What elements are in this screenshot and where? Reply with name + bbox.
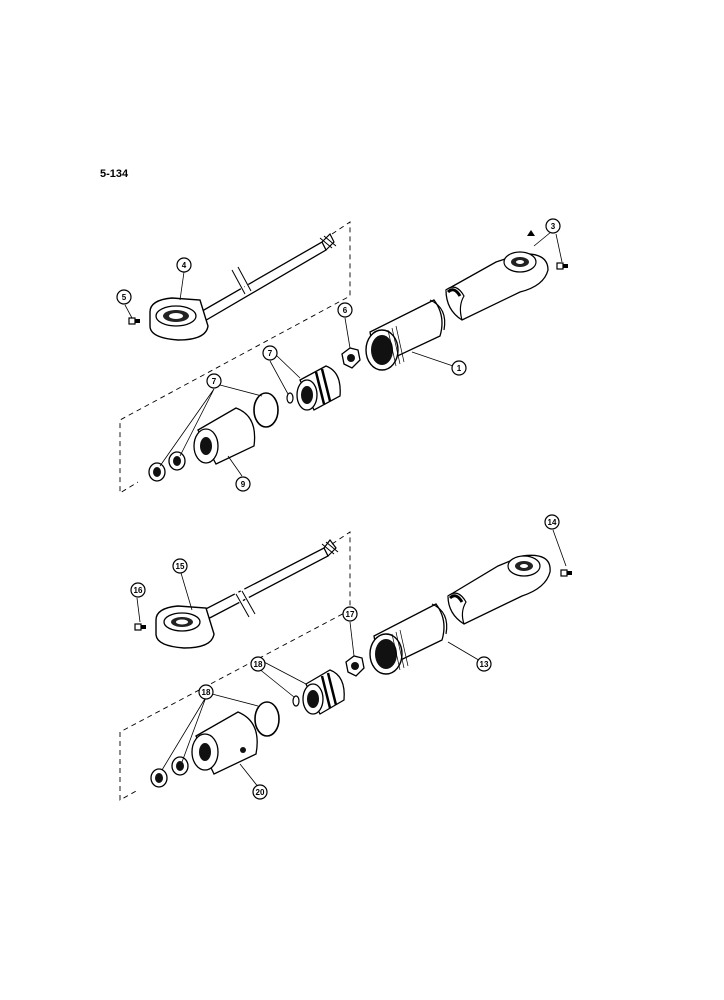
svg-text:18: 18 [254, 660, 263, 669]
seal-ring-upper-b [148, 462, 166, 482]
o-ring-large-upper [253, 392, 279, 428]
callout-15: 15 [172, 558, 188, 574]
rod-eye-upper [149, 297, 209, 341]
svg-text:16: 16 [134, 586, 143, 595]
barrel-upper [365, 299, 446, 371]
nut-6 [341, 347, 361, 369]
piston-rod-lower [195, 539, 339, 623]
svg-text:7: 7 [212, 377, 217, 386]
callout-7-seals: 7 [206, 373, 222, 389]
grease-fitting-5 [128, 317, 141, 325]
callout-3: 3 [545, 218, 561, 234]
dashed-boundary-lower [119, 531, 351, 801]
callout-1: 1 [451, 360, 467, 376]
callout-16: 16 [130, 582, 146, 598]
o-ring-small-lower [292, 695, 300, 707]
callout-4: 4 [176, 257, 192, 273]
grease-fitting-14 [560, 569, 573, 577]
svg-text:18: 18 [202, 688, 211, 697]
piston-rod-upper [189, 232, 337, 327]
svg-text:15: 15 [176, 562, 185, 571]
callout-20: 20 [252, 784, 268, 800]
callout-6: 6 [337, 302, 353, 318]
svg-text:1: 1 [457, 364, 462, 373]
callout-7-piston: 7 [262, 345, 278, 361]
grease-fitting-16 [134, 623, 147, 631]
o-ring-large-lower [254, 701, 280, 737]
svg-text:20: 20 [256, 788, 265, 797]
svg-text:4: 4 [182, 261, 187, 270]
svg-text:14: 14 [548, 518, 557, 527]
piston-lower [302, 669, 345, 715]
gland-lower [191, 711, 258, 775]
piston-upper [296, 365, 341, 411]
callout-5: 5 [116, 289, 132, 305]
barrel-end-upper [445, 230, 549, 321]
svg-text:3: 3 [551, 222, 556, 231]
callout-17: 17 [342, 606, 358, 622]
grease-fitting-3 [556, 262, 569, 270]
callout-18-piston: 18 [250, 656, 266, 672]
seal-ring-upper-a [168, 451, 186, 471]
barrel-lower [369, 603, 448, 675]
callout-14: 14 [544, 514, 560, 530]
callout-18-seals: 18 [198, 684, 214, 700]
dashed-boundary-upper [119, 221, 351, 494]
svg-text:9: 9 [241, 480, 246, 489]
o-ring-small-upper [286, 392, 294, 404]
seal-ring-lower-a [171, 756, 189, 776]
callout-13: 13 [476, 656, 492, 672]
svg-text:6: 6 [343, 306, 348, 315]
lower-assembly [119, 529, 573, 801]
gland-upper [193, 407, 256, 465]
svg-text:5: 5 [122, 293, 127, 302]
seal-ring-lower-b [150, 768, 168, 788]
page-number: 5-134 [100, 168, 129, 180]
svg-text:17: 17 [346, 610, 355, 619]
rod-eye-lower [155, 605, 215, 649]
upper-assembly [119, 221, 569, 494]
svg-text:7: 7 [268, 349, 273, 358]
nut-17 [345, 655, 365, 677]
callout-9: 9 [235, 476, 251, 492]
svg-text:13: 13 [480, 660, 489, 669]
barrel-end-lower [447, 554, 551, 625]
